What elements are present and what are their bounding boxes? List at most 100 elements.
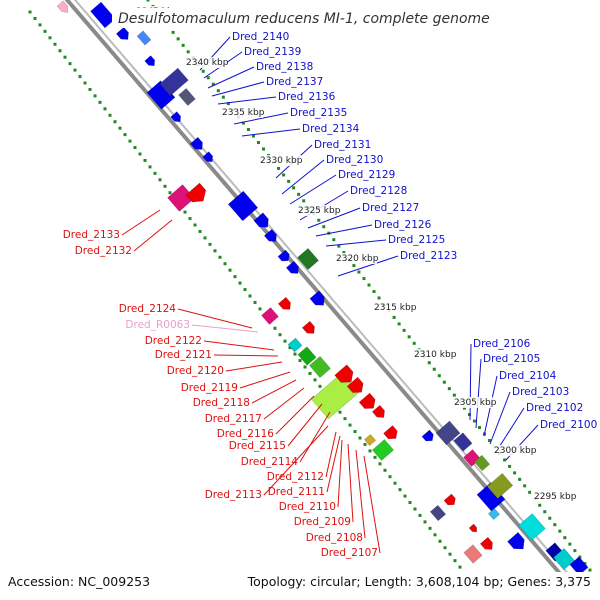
tick-dot xyxy=(362,277,366,281)
leader-line xyxy=(475,358,482,429)
leader-line xyxy=(217,96,277,105)
tick-dot xyxy=(73,68,77,72)
kbp-label-bg xyxy=(257,155,301,166)
gene-label: Dred_2115 xyxy=(229,440,286,452)
accession-text: Accession: NC_009253 xyxy=(8,574,150,589)
gene-box xyxy=(309,356,331,378)
leader-line xyxy=(337,439,343,508)
gene-arrow xyxy=(277,249,290,262)
gene-label: Dred_2103 xyxy=(512,386,569,398)
gene-label: Dred_2125 xyxy=(388,234,445,246)
tick-dot xyxy=(448,552,452,556)
kbp-label: 2330 kbp xyxy=(260,156,303,166)
gene-label: Dred_2118 xyxy=(193,397,250,409)
tick-dot xyxy=(432,367,436,371)
gene-feature xyxy=(346,376,364,393)
gene-feature xyxy=(473,454,491,472)
tick-dot xyxy=(253,300,257,304)
leader-line xyxy=(299,411,331,463)
tick-dot xyxy=(208,242,212,246)
gene-label: Dred_2113 xyxy=(205,489,262,501)
tick-dot xyxy=(168,191,172,195)
gene-label: Dred_2117 xyxy=(205,413,262,425)
gene-feature xyxy=(468,523,478,533)
gene-feature xyxy=(435,420,461,446)
gene-label: Dred_2107 xyxy=(321,547,378,559)
map-title: Desulfotomaculum reducens MI-1, complete… xyxy=(118,11,490,27)
leader-line xyxy=(307,207,361,229)
gene-feature xyxy=(364,434,376,446)
tick-dot xyxy=(88,87,92,91)
tick-dot xyxy=(378,462,382,466)
gene-feature xyxy=(287,337,303,353)
tick-dot xyxy=(538,503,542,507)
tick-dot xyxy=(392,315,396,319)
tick-dot xyxy=(358,436,362,440)
gene-feature xyxy=(159,67,189,97)
leader-line xyxy=(263,425,329,496)
gene-feature xyxy=(488,508,500,520)
tick-dot xyxy=(273,326,277,330)
tick-dot xyxy=(412,341,416,345)
tick-dot xyxy=(256,141,260,145)
tick-dot xyxy=(223,262,227,266)
gene-arrow xyxy=(144,55,155,67)
gene-label: Dred_2127 xyxy=(362,202,419,214)
gene-feature xyxy=(553,548,575,570)
tick-dot xyxy=(233,275,237,279)
gene-feature xyxy=(227,190,259,222)
tick-dot xyxy=(503,458,507,462)
tick-dot xyxy=(513,471,517,475)
tick-dot xyxy=(548,516,552,520)
tick-dot xyxy=(293,352,297,356)
gene-box xyxy=(287,337,303,353)
tick-dot xyxy=(48,36,52,40)
gene-box xyxy=(90,1,116,29)
tick-dot xyxy=(558,529,562,533)
gene-label: Dred_2109 xyxy=(294,516,351,528)
backbone-outer xyxy=(64,0,586,600)
feature-labels: Dred_2140Dred_2139Dred_2138Dred_2137Dred… xyxy=(63,31,598,559)
tick-dot xyxy=(238,281,242,285)
gene-box xyxy=(159,67,189,97)
gene-feature xyxy=(115,26,129,40)
leader-line xyxy=(241,128,301,137)
gene-feature xyxy=(358,392,376,409)
tick-dot xyxy=(283,339,287,343)
gene-label: Dred_2114 xyxy=(241,456,299,468)
tick-dot xyxy=(368,449,372,453)
tick-dot xyxy=(297,192,301,196)
tick-dot xyxy=(118,126,122,130)
tick-dot xyxy=(367,283,371,287)
tick-dot xyxy=(437,374,441,378)
leader-line xyxy=(281,159,325,195)
leader-line xyxy=(251,379,297,404)
leader-line xyxy=(275,395,315,435)
tick-dot xyxy=(193,223,197,227)
gene-feature xyxy=(178,88,196,106)
tick-dot xyxy=(98,100,102,104)
gene-box xyxy=(463,544,483,564)
tick-dot xyxy=(186,50,190,54)
tick-dot xyxy=(418,513,422,517)
gene-feature xyxy=(56,0,69,13)
tick-dot xyxy=(258,307,262,311)
tick-dot xyxy=(322,225,326,229)
tick-dot xyxy=(427,361,431,365)
tick-dot xyxy=(363,442,367,446)
tick-dot xyxy=(78,75,82,79)
tick-dot xyxy=(447,387,451,391)
gene-feature xyxy=(383,425,398,440)
leader-line xyxy=(225,361,283,372)
gene-feature xyxy=(443,493,456,506)
gene-box xyxy=(488,508,500,520)
gene-feature xyxy=(463,544,483,564)
gene-arrow xyxy=(371,404,385,418)
tick-dot xyxy=(342,251,346,255)
kbp-label: 2300 kbp xyxy=(494,446,537,456)
tick-dot xyxy=(377,296,381,300)
gene-feature xyxy=(285,260,299,274)
leader-line xyxy=(239,371,291,389)
gene-feature xyxy=(569,556,589,576)
